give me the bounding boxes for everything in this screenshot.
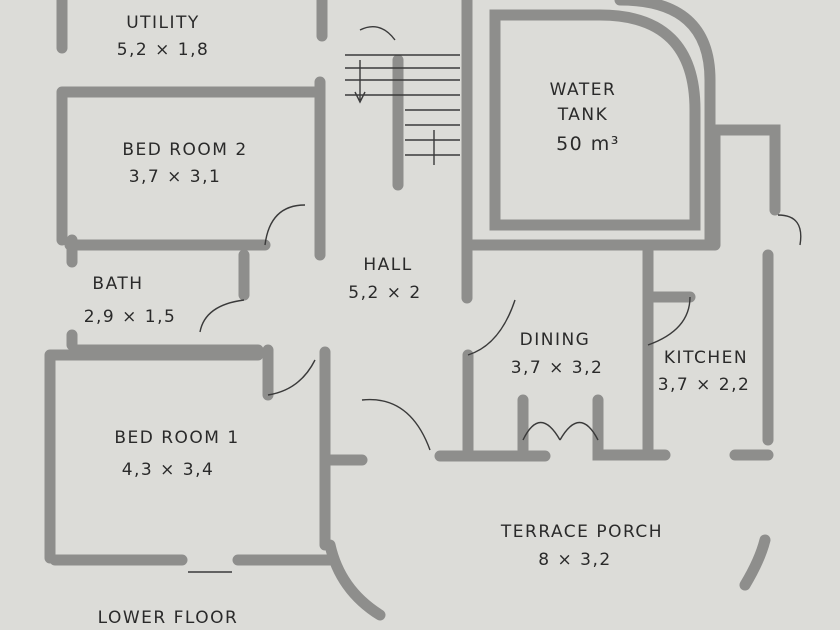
utility-size: 5,2 × 1,8 xyxy=(117,40,210,60)
tank-name-2: TANK xyxy=(557,105,609,125)
floor-title: LOWER FLOOR xyxy=(98,608,239,628)
bath-name: BATH xyxy=(92,274,143,294)
bedroom1-name: BED ROOM 1 xyxy=(114,428,239,448)
room-labels: UTILITY 5,2 × 1,8 BED ROOM 2 3,7 × 3,1 B… xyxy=(84,13,751,628)
bath-size: 2,9 × 1,5 xyxy=(84,307,177,327)
walls xyxy=(44,0,781,621)
bedroom1-size: 4,3 × 3,4 xyxy=(122,460,215,480)
terrace-size: 8 × 3,2 xyxy=(538,550,611,570)
bedroom2-name: BED ROOM 2 xyxy=(122,140,247,160)
dining-name: DINING xyxy=(520,330,591,350)
utility-name: UTILITY xyxy=(126,13,200,33)
tank-name: WATER xyxy=(550,80,617,100)
tank-size: 50 m³ xyxy=(556,133,620,155)
dining-size: 3,7 × 3,2 xyxy=(511,358,604,378)
kitchen-name: KITCHEN xyxy=(664,348,748,368)
terrace-name: TERRACE PORCH xyxy=(500,522,663,542)
bedroom2-size: 3,7 × 3,1 xyxy=(129,167,222,187)
kitchen-size: 3,7 × 2,2 xyxy=(658,375,751,395)
hall-size: 5,2 × 2 xyxy=(348,283,421,303)
doors-and-stairs xyxy=(188,26,802,573)
hall-name: HALL xyxy=(363,255,412,275)
